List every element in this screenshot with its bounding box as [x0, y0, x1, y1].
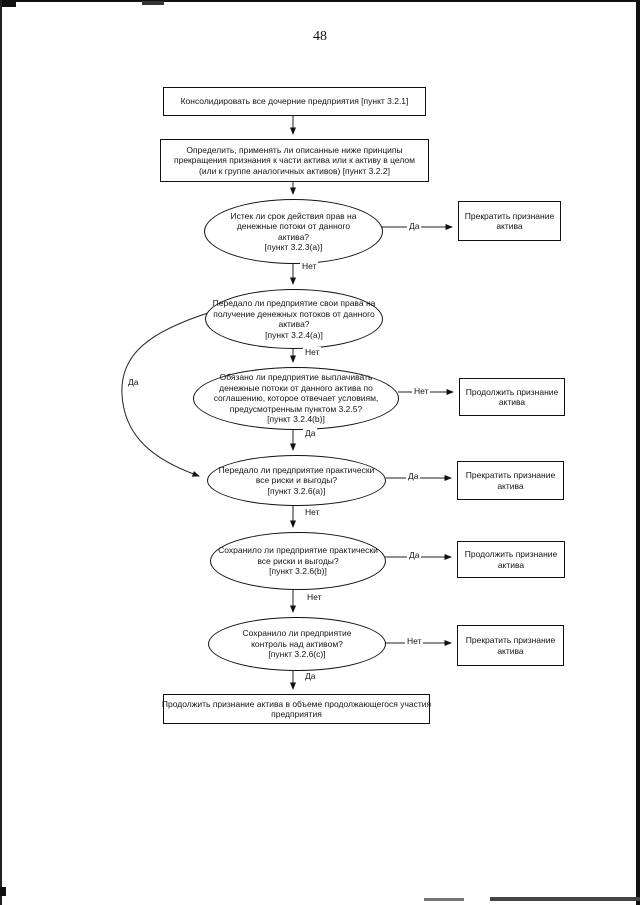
flow-decision-rights-expired: Истек ли срок действия прав на денежные … [204, 199, 383, 264]
flow-box-consolidate-text: Консолидировать все дочерние предприятия… [180, 96, 409, 107]
decision-line: [пункт 3.2.6(а)] [267, 485, 326, 496]
outcome-line: актива [498, 397, 526, 407]
decision-line: Передало ли предприятие свои права на [212, 298, 376, 308]
edge-label-control-yes: Да [303, 671, 318, 681]
outcome-box-continue-1: Продолжить признание актива [459, 378, 565, 416]
outcome-line: актива [496, 221, 523, 231]
page-number: 48 [313, 29, 327, 44]
flow-decision-retained-risks: Сохранило ли предприятие практически все… [210, 532, 386, 590]
decision-line: соглашению, которое отвечает условиям, [213, 393, 379, 404]
outcome-line: Прекратить признание [464, 210, 555, 221]
edge-label-risks-retained-yes: Да [407, 550, 422, 560]
outcome-box-derecognize-1: Прекратить признание актива [458, 201, 561, 241]
scan-border-left [0, 0, 2, 905]
edge-label-risks-transferred-yes: Да [406, 471, 421, 481]
flow-box-determine-line3: (или к группе аналогичных активов) [пунк… [199, 165, 390, 176]
flow-decision-retained-control: Сохранило ли предприятие контроль над ак… [208, 617, 386, 671]
scan-border-top-blob [0, 0, 16, 7]
flow-box-determine-line2: прекращения признания к части актива или… [174, 155, 415, 166]
scan-border-bottom-short [424, 898, 464, 901]
flow-box-determine-line1: Определить, применять ли описанные ниже … [186, 144, 403, 155]
decision-line: предусмотренным пунктом 3.2.5? [229, 403, 363, 414]
scan-border-right [636, 0, 640, 905]
edge-label-transferred-no: Нет [303, 347, 322, 357]
decision-line: [пункт 3.2.4(b)] [267, 414, 325, 425]
decision-line: все риски и выгоды? [257, 555, 339, 566]
flow-decision-obligation-pay: Обязано ли предприятие выплачивать денеж… [193, 367, 399, 430]
edge-label-transferred-skip-yes: Да [126, 377, 141, 387]
edge-label-risks-transferred-no: Нет [303, 507, 322, 517]
scan-border-bottom-long [490, 897, 640, 901]
edge-label-obligation-yes: Да [303, 428, 318, 438]
decision-line: контроль над активом? [251, 638, 343, 649]
outcome-line: Продолжить признание [464, 549, 558, 559]
flow-decision-transferred-rights: Передало ли предприятие свои права на по… [205, 289, 383, 349]
outcome-box-derecognize-2: Прекратить признание актива [457, 461, 564, 500]
decision-line: Передало ли предприятие практически [218, 464, 375, 475]
decision-line: денежные потоки от данного [236, 221, 351, 231]
outcome-line: актива [497, 480, 524, 491]
outcome-box-continue-2: Продолжить признание актива [457, 541, 565, 578]
decision-line: [пункт 3.2.6(с)] [268, 649, 326, 660]
outcome-line: Прекратить признание [465, 635, 556, 645]
edge-label-obligation-no: Нет [412, 386, 431, 396]
flow-decision-transferred-risks: Передало ли предприятие практически все … [207, 455, 386, 506]
decision-line: [пункт 3.2.4(а)] [265, 329, 323, 340]
edge-label-risks-retained-no: Нет [305, 592, 324, 602]
decision-line: актива? [278, 319, 310, 329]
scan-mark-bottom-left [0, 887, 6, 896]
edge-label-expired-yes: Да [407, 221, 422, 231]
outcome-box-derecognize-3: Прекратить признание актива [457, 625, 564, 666]
edge-label-control-no: Нет [405, 636, 424, 646]
outcome-line: Прекратить признание [465, 470, 556, 480]
decision-line: [пункт 3.2.3(а)] [264, 242, 323, 252]
decision-line: Обязано ли предприятие выплачивать [219, 372, 373, 383]
final-line2: предприятия [271, 709, 322, 719]
decision-line: Истек ли срок действия прав на [230, 210, 357, 221]
decision-line: денежные потоки от данного актива по [219, 382, 373, 393]
outcome-line: актива [497, 645, 524, 656]
flow-box-continuing-involvement: Продолжить признание актива в объеме про… [161, 694, 432, 724]
final-line1: Продолжить признание актива в объеме про… [161, 698, 432, 709]
decision-line: получение денежных потоков от данного [213, 308, 375, 319]
decision-line: [пункт 3.2.6(b)] [269, 566, 327, 577]
decision-line: Сохранило ли предприятие [242, 628, 352, 639]
flow-box-determine: Определить, применять ли описанные ниже … [160, 139, 429, 182]
scan-border-top [0, 0, 640, 2]
decision-line: актива? [277, 231, 310, 242]
outcome-line: Продолжить признание [465, 386, 559, 397]
decision-line: все риски и выгоды? [255, 475, 338, 486]
flow-box-consolidate: Консолидировать все дочерние предприятия… [163, 87, 426, 116]
decision-line: Сохранило ли предприятие практически [218, 545, 378, 556]
outcome-line: актива [497, 559, 525, 570]
scan-border-top-dash [142, 1, 164, 5]
edge-label-expired-no: Нет [300, 261, 319, 271]
